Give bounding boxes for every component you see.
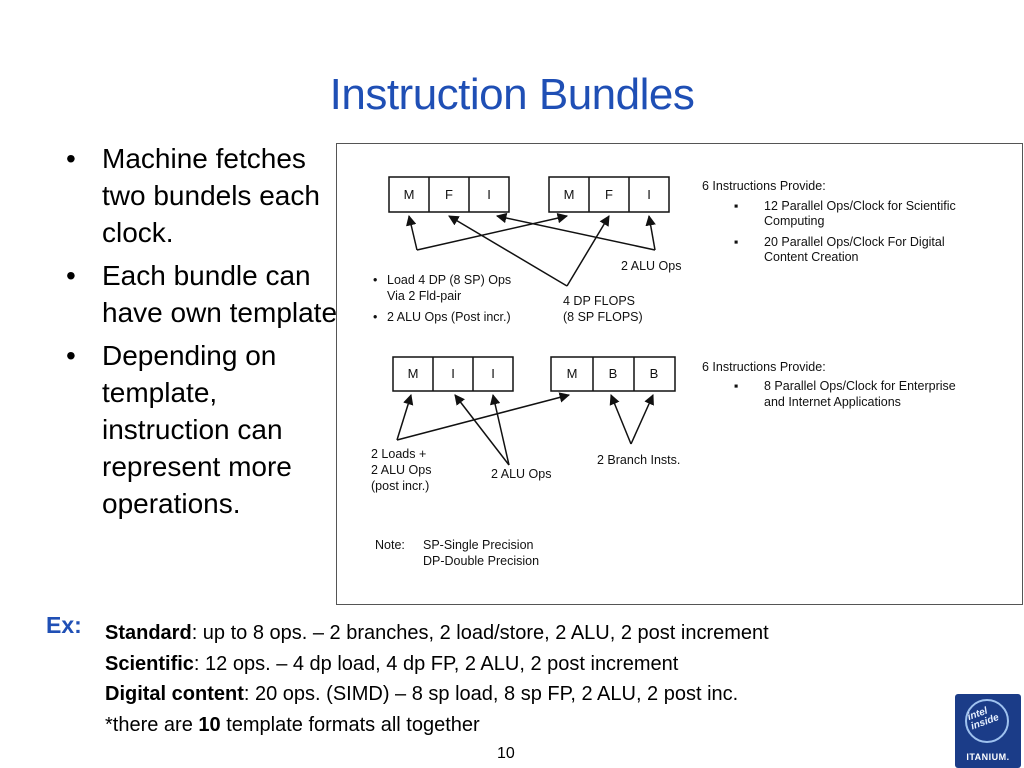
load-ops-label: Load 4 DP (8 SP) Ops: [387, 273, 511, 287]
slot-label: B: [609, 366, 618, 381]
slot-label: M: [567, 366, 578, 381]
slot-label: M: [564, 187, 575, 202]
top-arrows: [406, 212, 656, 287]
bundle-diagram-canvas: M F I M F I 2 ALU Ops • Load 4 DP (8 SP)…: [371, 176, 956, 568]
alu-ops-label: 2 ALU Ops: [491, 467, 551, 481]
flops-label: (8 SP FLOPS): [563, 310, 643, 324]
bottom-bundle-2: M B B: [550, 356, 676, 392]
alu-post-label: 2 ALU Ops (Post incr.): [387, 310, 511, 324]
provide-title: 6 Instructions Provide:: [702, 360, 826, 374]
bottom-arrows: [396, 392, 654, 466]
logo-brand: ITANIUM.: [966, 752, 1010, 762]
template-count-line: *there are 10 template formats all toget…: [105, 710, 769, 741]
provide-item: 20 Parallel Ops/Clock For Digital: [764, 235, 945, 249]
bullet-dot: •: [373, 310, 377, 324]
provide-title: 6 Instructions Provide:: [702, 179, 826, 193]
bullet-square: ▪: [734, 379, 738, 393]
slot-label: I: [491, 366, 495, 381]
note-label: Note:: [375, 538, 405, 552]
bullet-item: Each bundle can have own template: [62, 257, 342, 331]
top-bundle-1: M F I: [388, 176, 510, 213]
top-bundle-2: M F I: [548, 176, 670, 213]
logo-ring-icon: [965, 699, 1009, 743]
example-line: Standard: up to 8 ops. – 2 branches, 2 l…: [105, 618, 769, 649]
example-detail: : 20 ops. (SIMD) – 8 sp load, 8 sp FP, 2…: [243, 683, 739, 705]
bullet-dot: •: [373, 273, 377, 287]
loads-label: 2 Loads +: [371, 447, 426, 461]
footer-count: 10: [198, 713, 221, 736]
example-term: Digital content: [105, 683, 244, 705]
bundle-diagram: M F I M F I 2 ALU Ops • Load 4 DP (8 SP)…: [336, 143, 1023, 605]
provide-item: Computing: [764, 214, 824, 228]
slot-label: F: [445, 187, 453, 202]
example-detail: : 12 ops. – 4 dp load, 4 dp FP, 2 ALU, 2…: [193, 652, 679, 675]
example-detail: : up to 8 ops. – 2 branches, 2 load/stor…: [191, 622, 769, 644]
page-number: 10: [497, 745, 515, 762]
provide-item: 12 Parallel Ops/Clock for Scientific: [764, 199, 956, 213]
provide-item: Content Creation: [764, 250, 859, 264]
note-line: SP-Single Precision: [423, 538, 534, 552]
slot-label: F: [605, 187, 613, 202]
loads-label: (post incr.): [371, 479, 429, 493]
footer-pre: *there are: [105, 713, 199, 736]
example-line: Scientific: 12 ops. – 4 dp load, 4 dp FP…: [105, 649, 769, 680]
bullet-square: ▪: [734, 235, 738, 249]
bottom-bundle-1: M I I: [392, 356, 514, 392]
example-term: Standard: [105, 622, 192, 644]
branch-label: 2 Branch Insts.: [597, 453, 680, 467]
slot-label: I: [487, 187, 491, 202]
slot-label: I: [647, 187, 651, 202]
bullet-item: Machine fetches two bundels each clock.: [62, 140, 342, 251]
example-term: Scientific: [105, 652, 194, 675]
slot-label: M: [404, 187, 415, 202]
slide-title: Instruction Bundles: [329, 70, 695, 119]
example-label: Ex:: [46, 612, 82, 638]
bullet-item: Depending on template, instruction can r…: [62, 337, 342, 522]
slot-label: I: [451, 366, 455, 381]
footer-post: template formats all together: [220, 713, 480, 736]
loads-label: 2 ALU Ops: [371, 463, 431, 477]
alu-ops-label: 2 ALU Ops: [621, 259, 681, 273]
slot-label: M: [408, 366, 419, 381]
example-lines: Standard: up to 8 ops. – 2 branches, 2 l…: [105, 618, 769, 740]
bullet-list: Machine fetches two bundels each clock. …: [62, 140, 342, 528]
provide-item: and Internet Applications: [764, 395, 901, 409]
slot-label: B: [650, 366, 659, 381]
provide-item: 8 Parallel Ops/Clock for Enterprise: [764, 379, 956, 393]
note-line: DP-Double Precision: [423, 554, 539, 568]
load-ops-label: Via 2 Fld-pair: [387, 289, 461, 303]
example-line: Digital content: 20 ops. (SIMD) – 8 sp l…: [105, 679, 769, 710]
flops-label: 4 DP FLOPS: [563, 294, 635, 308]
bullet-square: ▪: [734, 199, 738, 213]
